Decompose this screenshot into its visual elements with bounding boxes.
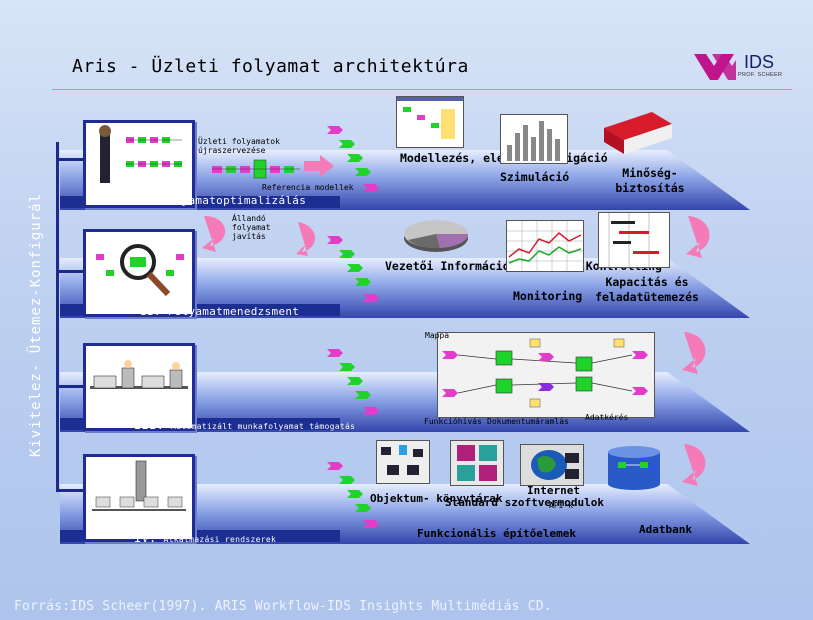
modeling-screenshot: [396, 96, 464, 148]
phase-1-to-2-curl-icon: [202, 216, 226, 252]
phase-3-label-text: Automatizált munkafolyamat támogatás: [171, 422, 356, 431]
page-title: Aris - Üzleti folyamat architektúra: [72, 56, 469, 77]
phase-3-image: [83, 343, 195, 431]
item-quality: Minőség- biztosítás: [615, 166, 685, 195]
logo-subtext: PROF. SCHEER: [738, 72, 783, 78]
item-internet: Internet: [527, 484, 580, 497]
phase-4-curl-end-icon: [682, 444, 706, 486]
pie-chart-icon: [404, 220, 469, 252]
phase-2-curl-right-icon: [296, 222, 316, 256]
phase-4-image: [83, 454, 195, 542]
phase-2-label: II. Folyamatmenedzsment: [140, 305, 300, 318]
capacity-gantt-icon: [598, 212, 670, 268]
standard-modules-icon: [450, 440, 504, 486]
title-divider: [52, 89, 792, 90]
phase-4-hex-stack: [327, 462, 379, 528]
spine-connector-1: [56, 158, 83, 161]
simulation-chart-icon: [500, 114, 568, 164]
phase-1-note-reference: Referencia modellek: [262, 183, 354, 192]
phase-1-arrow-icon: [304, 155, 334, 177]
database-cylinder-icon: [608, 446, 660, 490]
item-api: API-k: [549, 501, 574, 510]
monitoring-chart-icon: [506, 220, 584, 272]
spine-connector-2: [56, 270, 83, 273]
item-monitoring: Monitoring: [513, 289, 583, 303]
item-standard-modules: Standard szoftvermodulok: [445, 496, 604, 509]
phase-3-label: III. Automatizált munkafolyamat támogatá…: [134, 418, 356, 432]
phase-3-hex-stack: [327, 349, 379, 415]
object-library-icon: [376, 440, 430, 484]
item-function-call: Funkcióhívás: [424, 417, 482, 426]
logo-text: IDS: [744, 52, 775, 72]
phase-4-label: IV. Alkalmazási rendszerek: [134, 531, 277, 545]
source-citation: Forrás:IDS Scheer(1997). ARIS Workflow-I…: [14, 599, 552, 614]
item-functional-blocks: Funkcionális építőelemek: [417, 527, 576, 540]
internet-globe-icon: [520, 444, 584, 486]
item-folder: Mappa: [425, 331, 450, 340]
side-label: Kivitelez- Ütemez-Konfigurál: [28, 193, 44, 458]
item-capacity: Kapacitás és feladatütemezés: [595, 275, 699, 304]
workflow-network-diagram: [437, 332, 655, 418]
phase-3-curl-end-icon: [682, 332, 706, 374]
phase-2-hex-stack: [327, 236, 379, 302]
item-data-request: Adatkérés: [585, 413, 629, 422]
left-spine: [56, 142, 59, 492]
item-simulation: Szimuláció: [500, 170, 570, 184]
phase-1-hex-stack: [327, 126, 379, 192]
phase-2-image: [83, 229, 195, 317]
spine-connector-4: [56, 489, 83, 492]
ids-logo: [694, 54, 736, 80]
item-database: Adatbank: [639, 523, 692, 536]
quality-book-icon: [604, 112, 672, 154]
phase-1-process-chain: [212, 159, 300, 179]
item-document-flow: Dokumentumáramlás: [487, 417, 569, 426]
phase-4-label-text: Alkalmazási rendszerek: [163, 535, 277, 544]
phase-1-label: I. Folyamatoptimalizálás: [140, 194, 307, 207]
phase-1-note-reorg: Üzleti folyamatok újraszervezése: [198, 137, 280, 156]
spine-connector-3: [56, 385, 83, 388]
phase-2-curl-end-icon: [686, 216, 710, 258]
phase-1-image: [83, 120, 195, 208]
phase-2-note-improve: Állandó folyamat javítás: [232, 214, 271, 242]
item-object-library: Objektum- könyvtárak: [370, 492, 503, 505]
